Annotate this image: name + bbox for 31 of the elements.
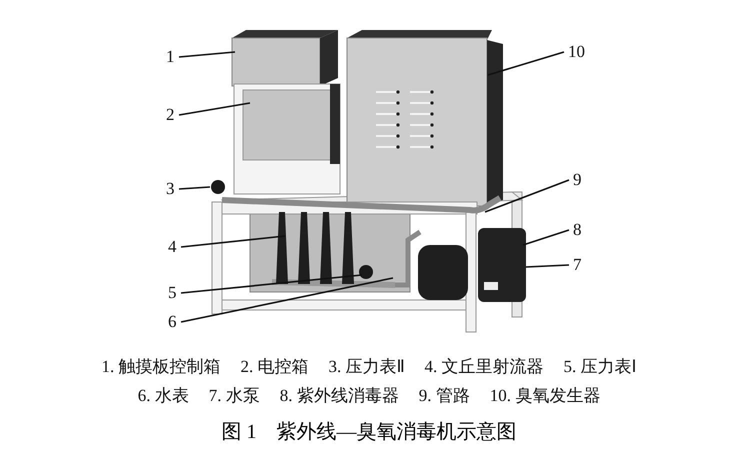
legend-text: 6. 水表 — [138, 386, 189, 406]
legend-text: 5. 压力表Ⅰ — [564, 357, 636, 377]
legend-text: 3. 压力表Ⅱ — [328, 357, 404, 377]
callout-number: 1 — [166, 48, 174, 66]
legend-text: 8. 紫外线消毒器 — [280, 386, 399, 406]
leader-line — [526, 264, 570, 268]
callout-number: 4 — [168, 238, 176, 256]
legend-text: 4. 文丘里射流器 — [424, 357, 544, 377]
callout-number: 10 — [568, 43, 585, 61]
legend-text: 9. 管路 — [418, 386, 470, 406]
leader-line — [180, 235, 286, 248]
callout-number: 5 — [168, 284, 176, 302]
callout-number: 2 — [166, 106, 174, 124]
callout-number: 9 — [573, 171, 582, 189]
callout-number: 8 — [573, 221, 582, 239]
leader-line — [180, 274, 362, 294]
leader-line — [180, 277, 394, 323]
callout-number: 7 — [573, 256, 582, 274]
legend-text: 7. 水泵 — [208, 386, 260, 406]
callout-number: 6 — [168, 313, 176, 331]
leader-line — [178, 102, 250, 116]
legend-text: 2. 电控箱 — [240, 357, 308, 377]
figure-caption: 图 1 紫外线—臭氧消毒机示意图 — [222, 421, 516, 443]
leader-line — [488, 51, 564, 76]
leader-line — [522, 229, 570, 246]
legend-text: 10. 臭氧发生器 — [490, 386, 600, 406]
leader-line — [178, 186, 210, 190]
callout-number: 3 — [166, 180, 174, 198]
leader-line — [484, 179, 570, 213]
leader-line — [178, 51, 236, 58]
legend-text: 1. 触摸板控制箱 — [102, 357, 220, 377]
